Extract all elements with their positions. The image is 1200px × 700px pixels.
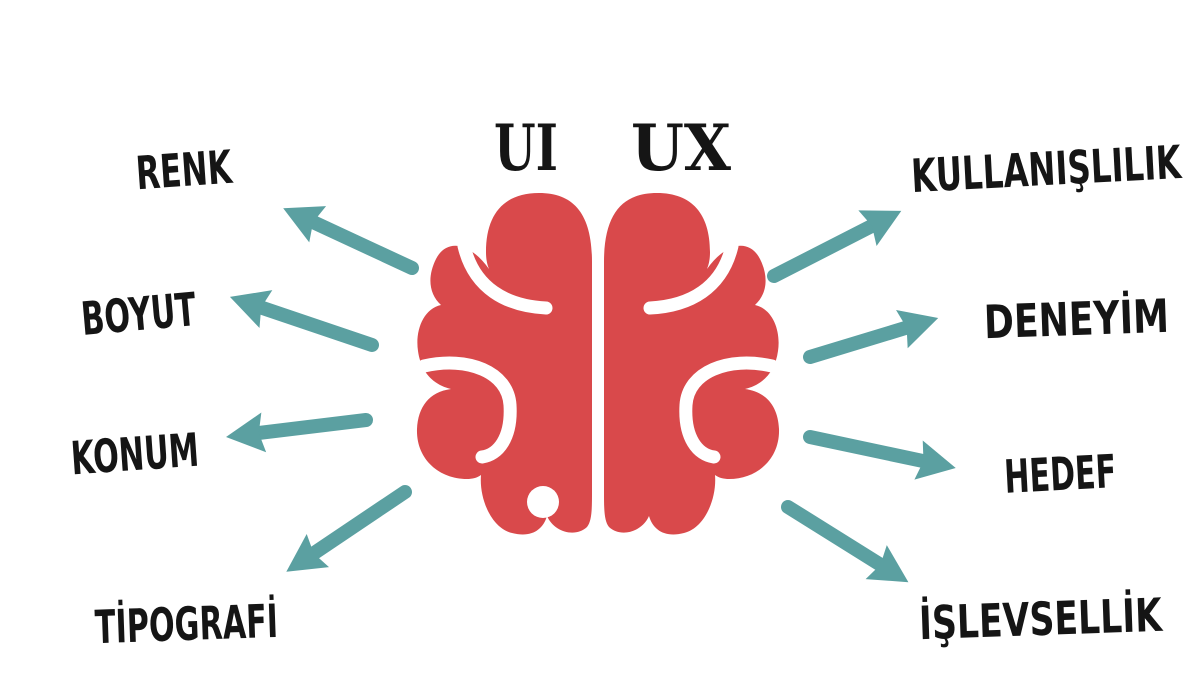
- label-konum: KONUM: [69, 423, 200, 486]
- brain-icon: [417, 193, 779, 534]
- label-tipografi: TİPOGRAFİ: [94, 594, 279, 654]
- arrow-to-hedef-icon: [803, 430, 956, 480]
- label-kullanislilik: KULLANIŞLILIK: [910, 135, 1184, 203]
- arrow-to-kullanislilik-icon: [767, 210, 902, 283]
- brain-left-hemisphere: [417, 193, 592, 534]
- title-ux: UX: [631, 111, 731, 186]
- label-islevsellik: İŞLEVSELLİK: [918, 588, 1164, 651]
- brain-dot: [527, 486, 559, 518]
- arrow-to-islevsellik-icon: [781, 500, 909, 583]
- label-renk: RENK: [134, 140, 235, 201]
- arrow-to-boyut-icon: [229, 290, 379, 352]
- brain-right-hemisphere: [604, 193, 779, 534]
- label-boyut: BOYUT: [79, 282, 199, 346]
- arrow-to-deneyim-icon: [803, 309, 939, 364]
- label-hedef: HEDEF: [1003, 444, 1118, 504]
- title-ui: UI: [494, 111, 558, 186]
- label-deneyim: DENEYİM: [983, 289, 1170, 349]
- arrow-to-tipografi-icon: [286, 485, 412, 572]
- arrow-to-renk-icon: [283, 206, 419, 275]
- arrow-to-konum-icon: [226, 412, 373, 453]
